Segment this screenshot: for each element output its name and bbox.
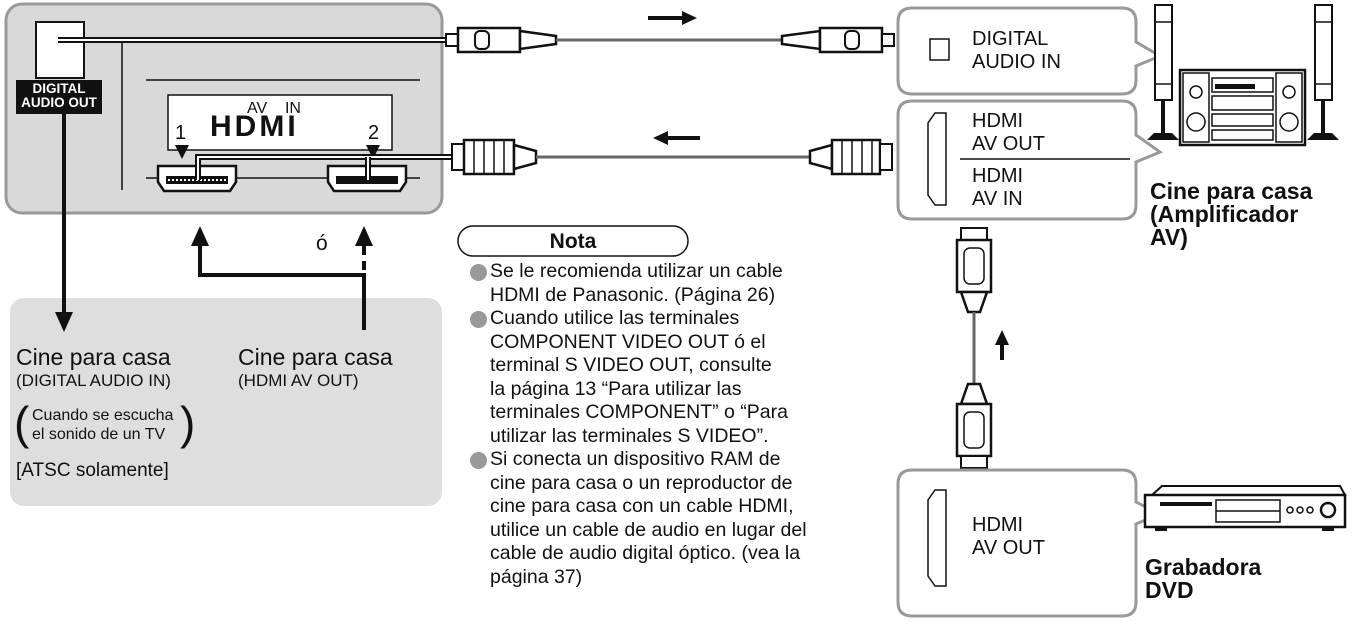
- dvd-hdmi-av-out-label: HDMI AV OUT: [972, 514, 1045, 559]
- port-2-indicator: [366, 145, 380, 159]
- dvd-recorder: [1143, 485, 1347, 531]
- dvd-caption: Grabadora DVD: [1145, 554, 1262, 603]
- optical-plug-left: [445, 26, 558, 54]
- note-list: Se le recomienda utilizar un cable HDMI …: [470, 260, 890, 589]
- arrow-left-hdmi: [653, 131, 700, 145]
- hdmi-av-out-title: Cine para casa: [238, 344, 393, 370]
- av-in-label-box: [167, 94, 393, 151]
- left-info-panel: [10, 298, 442, 506]
- av-in-label: AV IN: [247, 100, 301, 117]
- hdmi-av-in-label: HDMI AV IN: [972, 165, 1024, 210]
- digital-audio-in-port: [929, 38, 950, 61]
- optical-plug-right: [780, 26, 895, 54]
- paren-close: ): [180, 397, 196, 449]
- hdmi-plug-bottom-vertical: [955, 382, 993, 469]
- digital-audio-in-subtitle: (DIGITAL AUDIO IN): [16, 371, 171, 390]
- atsc-only: [ATSC solamente]: [16, 460, 169, 481]
- hdmi-port-home-theater: [927, 112, 947, 206]
- hdmi-av-out-subtitle: (HDMI AV OUT): [238, 371, 359, 390]
- arrow-up-port-2: [355, 226, 373, 246]
- arrow-right-optical: [648, 11, 697, 25]
- digital-audio-in-title: Cine para casa: [16, 344, 171, 370]
- digital-audio-out-label-bg: [16, 80, 102, 114]
- note-item-2: Cuando utilice las terminales COMPONENT …: [470, 307, 890, 448]
- bullet-icon: [470, 311, 487, 328]
- bullet-icon: [470, 264, 487, 281]
- digital-audio-in-label: DIGITAL AUDIO IN: [972, 28, 1061, 73]
- hdmi-logo: HDMI: [210, 110, 299, 143]
- note-item-1: Se le recomienda utilizar un cable HDMI …: [470, 260, 890, 307]
- hdmi-port-dvd: [927, 489, 947, 587]
- dvd-callout: [896, 468, 1164, 618]
- digital-audio-out-label: DIGITAL AUDIO OUT: [21, 81, 97, 110]
- hdmi-plug-right: [808, 138, 893, 176]
- or-label: ó: [316, 232, 328, 255]
- port-1-indicator: [175, 145, 189, 159]
- arrow-up-dvd: [995, 330, 1009, 360]
- bullet-icon: [470, 452, 487, 469]
- arrow-up-port-1: [191, 226, 209, 246]
- hdmi-av-out-label: HDMI AV OUT: [972, 110, 1045, 155]
- nota-title: Nota: [549, 230, 597, 253]
- hdmi-plug-top-vertical: [955, 227, 993, 314]
- home-theater-hdmi-callout: [896, 99, 1164, 221]
- paren-open: (: [14, 397, 30, 449]
- speaker-left: [1147, 4, 1179, 140]
- hdmi-plug-left: [451, 138, 538, 176]
- nota-pill: [457, 225, 689, 257]
- arrow-down-digital-audio: [55, 312, 73, 332]
- home-theater-caption: Cine para casa (Amplificador AV): [1150, 178, 1313, 250]
- port-2-label: 2: [368, 122, 380, 144]
- speaker-right: [1307, 4, 1339, 140]
- home-theater-audio-callout: [896, 6, 1164, 96]
- digital-audio-out-port: [35, 21, 85, 79]
- stereo-system: [1178, 68, 1307, 147]
- listening-note: Cuando se escucha el sonido de un TV: [32, 407, 174, 443]
- note-item-3: Si conecta un dispositivo RAM de cine pa…: [470, 448, 890, 589]
- port-1-label: 1: [175, 122, 187, 144]
